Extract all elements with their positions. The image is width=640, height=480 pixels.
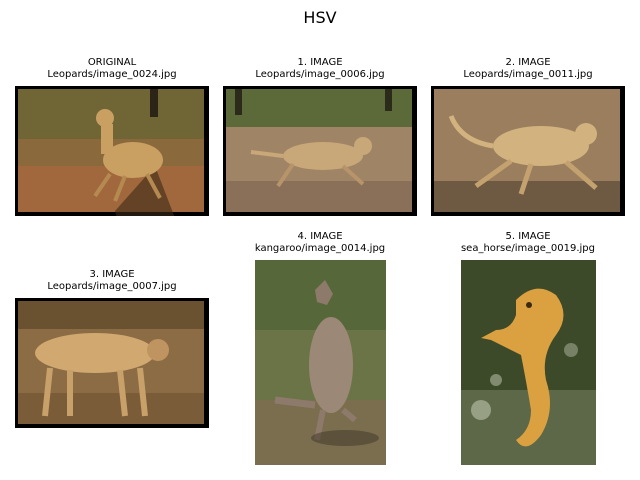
cheetah-photo	[223, 86, 417, 216]
cheetah-photo	[15, 86, 209, 216]
panel-caption: 3. IMAGE Leopards/image_0007.jpg	[12, 269, 212, 293]
cheetah-photo	[431, 86, 625, 216]
panel-filename: Leopards/image_0007.jpg	[47, 281, 177, 292]
panel-label: 5. IMAGE	[505, 231, 551, 242]
panel-caption: 1. IMAGE Leopards/image_0006.jpg	[220, 57, 420, 81]
figure-title: HSV	[303, 8, 337, 27]
panel-label: 1. IMAGE	[297, 57, 343, 68]
panel-label: ORIGINAL	[87, 57, 137, 68]
panel-filename: kangaroo/image_0014.jpg	[254, 243, 386, 254]
panel-label: 4. IMAGE	[297, 231, 343, 242]
panel-label: 3. IMAGE	[89, 269, 135, 280]
panel-filename: Leopards/image_0011.jpg	[463, 69, 593, 80]
panel-label: 2. IMAGE	[505, 57, 551, 68]
seahorse-photo	[461, 260, 596, 465]
panel-caption: 5. IMAGE sea_horse/image_0019.jpg	[428, 231, 628, 255]
panel-filename: Leopards/image_0024.jpg	[47, 69, 177, 80]
panel-filename: Leopards/image_0006.jpg	[255, 69, 385, 80]
cheetah-photo	[15, 298, 209, 428]
kangaroo-photo	[255, 260, 386, 465]
panel-caption: 2. IMAGE Leopards/image_0011.jpg	[428, 57, 628, 81]
panel-caption: 4. IMAGE kangaroo/image_0014.jpg	[220, 231, 420, 255]
panel-caption: ORIGINAL Leopards/image_0024.jpg	[12, 57, 212, 81]
panel-filename: sea_horse/image_0019.jpg	[460, 243, 596, 254]
